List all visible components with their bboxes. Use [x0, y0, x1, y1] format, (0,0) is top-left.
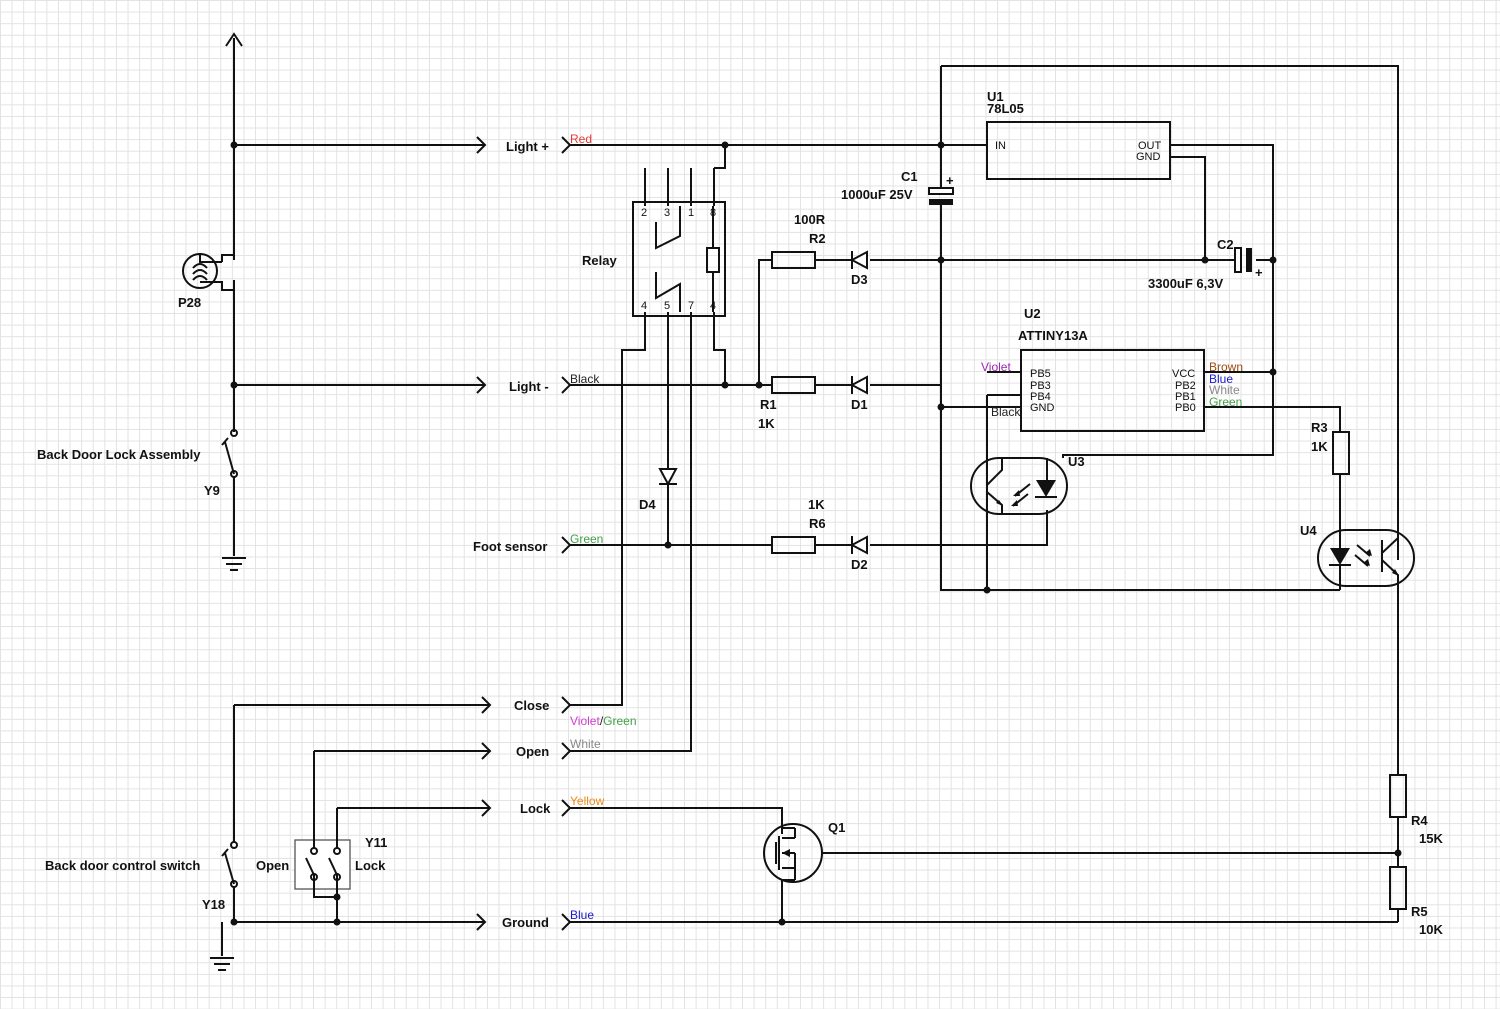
y11-switch: Open Lock Y11 — [256, 751, 387, 922]
d1-label: D1 — [851, 397, 868, 412]
u2-part: ATTINY13A — [1018, 328, 1088, 343]
d3-label: D3 — [851, 272, 868, 287]
relay-pin: 5 — [664, 300, 670, 312]
c2-plus: + — [1255, 265, 1263, 280]
wire-black: Black — [570, 372, 600, 386]
power-supply: + + U1 78L05 IN OUT GND C1 1000uF 25V C2… — [841, 65, 1399, 591]
r5-label: R5 — [1411, 904, 1428, 919]
c1-plus: + — [946, 173, 954, 188]
relay-pin: 4 — [641, 300, 647, 312]
r1-label: R1 — [760, 397, 777, 412]
open-label: Open — [516, 744, 549, 759]
y11-label: Y11 — [365, 835, 387, 850]
c1-value: 1000uF 25V — [841, 187, 913, 202]
u2-label: U2 — [1024, 306, 1041, 321]
wire-violet-green: Violet/Green — [570, 714, 637, 728]
r2-d3: 100R R2 D3 — [758, 212, 1205, 385]
y11-open-label: Open — [256, 858, 289, 873]
c1-label: C1 — [901, 169, 918, 184]
y11-lock-label: Lock — [355, 858, 386, 873]
r1-value: 1K — [758, 416, 775, 431]
light-minus-label: Light - — [509, 379, 549, 394]
wire-violet: Violet — [981, 360, 1011, 374]
p28-lamp: P28 — [178, 253, 234, 310]
main-wiring — [570, 141, 1048, 549]
vcc-pin: VCC — [1172, 368, 1195, 380]
y9-label: Y9 — [204, 483, 220, 498]
gnd-pin: GND — [1030, 402, 1055, 414]
r6-label: R6 — [809, 516, 826, 531]
wire-black-2: Black — [991, 405, 1021, 419]
wire-blue: Blue — [570, 908, 594, 922]
pb1-pin: PB1 — [1175, 391, 1196, 403]
y18-label: Y18 — [202, 897, 225, 912]
wire-red: Red — [570, 132, 592, 146]
q1-label: Q1 — [828, 820, 845, 835]
r6-d2: 1K R6 D2 — [771, 497, 868, 572]
relay-pin: 7 — [688, 300, 694, 312]
u4-label: U4 — [1300, 523, 1317, 538]
pb4-pin: PB4 — [1030, 391, 1051, 403]
wire-brown: Brown — [1209, 360, 1243, 374]
bottom-wiring — [230, 696, 1398, 931]
wire-white-2: White — [1209, 383, 1240, 397]
relay-pin: 8 — [710, 207, 716, 219]
lock-label: Lock — [520, 801, 551, 816]
u2-attiny: U2 ATTINY13A PB5 PB3 PB4 GND VCC PB2 PB1… — [941, 306, 1341, 594]
r4-value: 15K — [1419, 831, 1443, 846]
u3-label: U3 — [1068, 454, 1085, 469]
wire-blue-2: Blue — [1209, 372, 1233, 386]
d4-diode: D4 — [639, 468, 678, 512]
r3-u4: R3 1K U4 — [1300, 420, 1415, 775]
u1-label: U1 — [987, 89, 1004, 104]
pb0-pin: PB0 — [1175, 402, 1196, 414]
connector-labels: Light + Light - Foot sensor Close Open L… — [473, 132, 637, 931]
r1-d1: R1 1K D1 — [758, 375, 868, 431]
pb2-pin: PB2 — [1175, 380, 1196, 392]
pb3-pin: PB3 — [1030, 380, 1051, 392]
r4-label: R4 — [1411, 813, 1428, 828]
wire-green-2: Green — [1209, 395, 1242, 409]
wire-white: White — [570, 737, 601, 751]
wire-green: Green — [570, 532, 603, 546]
relay-pin: 2 — [641, 207, 647, 219]
c2-label: C2 — [1217, 237, 1234, 252]
relay: 2 3 1 8 4 5 7 4 Relay — [570, 145, 726, 752]
close-label: Close — [514, 698, 549, 713]
r3-value: 1K — [1311, 439, 1328, 454]
d2-label: D2 — [851, 557, 868, 572]
foot-sensor-label: Foot sensor — [473, 539, 547, 554]
y9-switch: Back Door Lock Assembly Y9 — [37, 429, 246, 571]
y18-switch: Back door control switch Y18 — [45, 705, 238, 971]
relay-label: Relay — [582, 253, 617, 268]
d4-label: D4 — [639, 497, 656, 512]
u3-optocoupler: U3 — [970, 454, 1085, 515]
u1-out: OUT — [1138, 140, 1162, 152]
u1-part: 78L05 — [987, 101, 1024, 116]
q1-mosfet: Q1 — [570, 807, 1398, 926]
r6-value: 1K — [808, 497, 825, 512]
relay-pin: 4 — [710, 300, 716, 312]
power-rail-left — [225, 32, 487, 432]
r2-value: 100R — [794, 212, 826, 227]
light-plus-label: Light + — [506, 139, 549, 154]
back-door-lock-label: Back Door Lock Assembly — [37, 447, 201, 462]
c2-value: 3300uF 6,3V — [1148, 276, 1223, 291]
r4-r5-divider: R4 15K R5 10K — [1389, 774, 1443, 937]
ground-label: Ground — [502, 915, 549, 930]
u1-gnd: GND — [1136, 151, 1161, 163]
back-door-control-label: Back door control switch — [45, 858, 200, 873]
relay-pin: 3 — [664, 207, 670, 219]
r3-label: R3 — [1311, 420, 1328, 435]
p28-label: P28 — [178, 295, 201, 310]
pb5-pin: PB5 — [1030, 368, 1051, 380]
wire-yellow: Yellow — [570, 794, 605, 808]
r5-value: 10K — [1419, 922, 1443, 937]
r2-label: R2 — [809, 231, 826, 246]
u1-in: IN — [995, 140, 1006, 152]
relay-pin: 1 — [688, 207, 694, 219]
